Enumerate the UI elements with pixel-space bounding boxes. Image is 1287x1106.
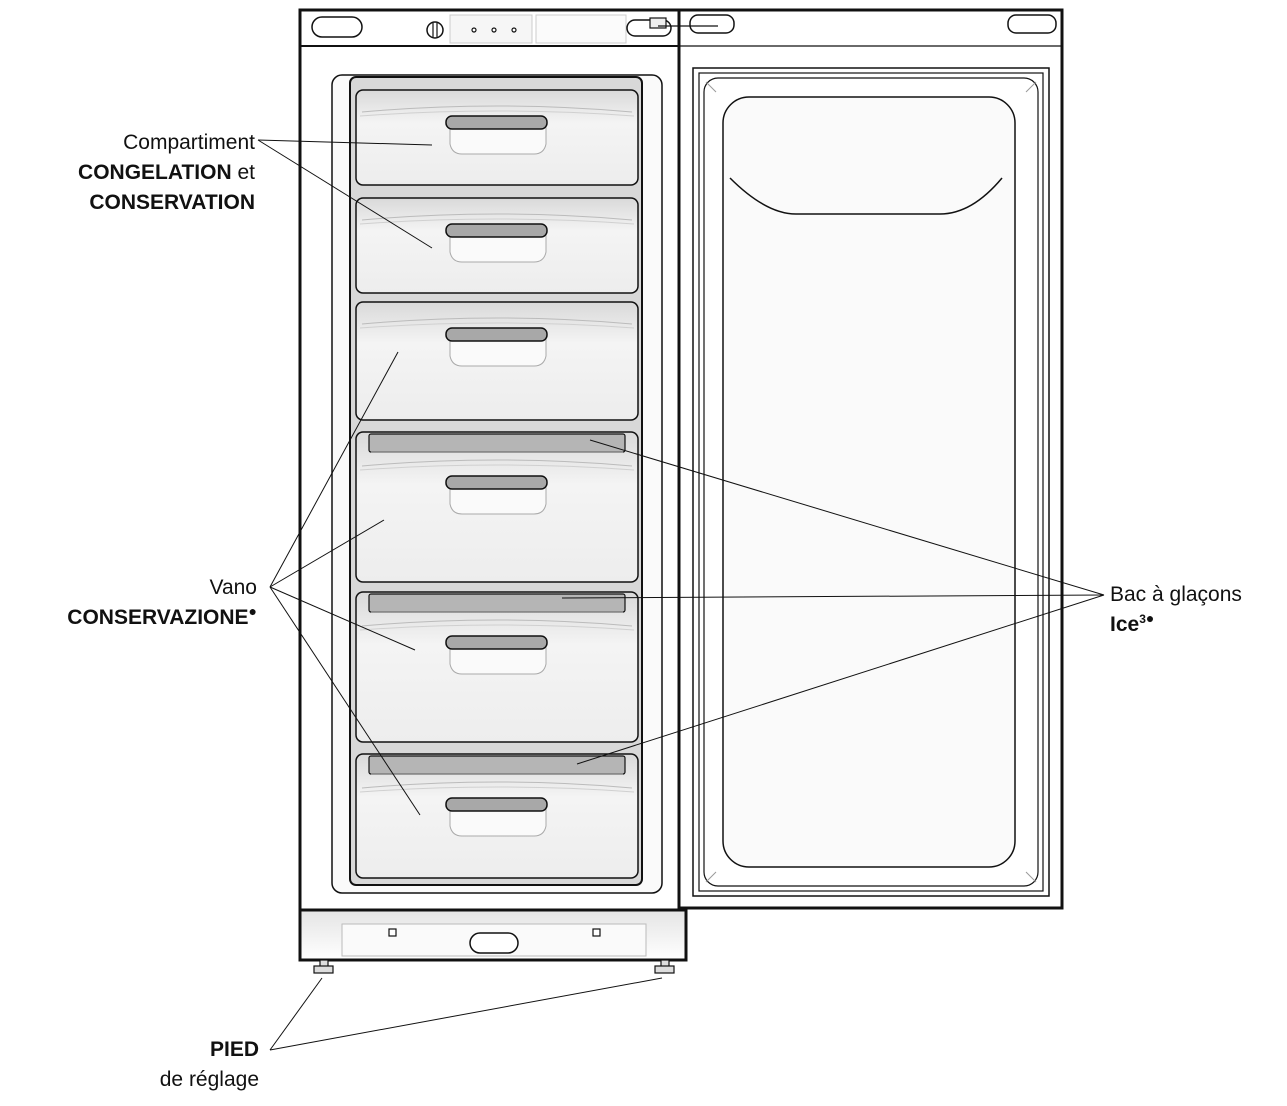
label-compartment-line1: Compartiment (123, 131, 255, 154)
label-compartment-line2: CONGELATION et (78, 158, 255, 188)
drawer-handle (445, 797, 548, 812)
leader-line-7 (589, 439, 1105, 596)
label-conservazione: CONSERVAZIONE (67, 606, 249, 629)
open-door (649, 8, 1064, 910)
drawer-lip-inner (359, 624, 635, 631)
leader-line-11 (269, 977, 663, 1051)
label-et: et (231, 161, 255, 184)
label-ice: Ice (1110, 613, 1140, 636)
bullet-marker-icon: ● (248, 603, 257, 619)
drawer-2 (355, 197, 639, 294)
bullet-marker-icon: ● (1145, 610, 1155, 626)
label-foot: PIED de réglage (160, 1035, 259, 1095)
drawer-1 (355, 89, 639, 186)
leader-line-1 (257, 139, 433, 146)
label-ice-tray-line1: Bac à glaçons (1110, 583, 1242, 606)
drawer-lip (361, 213, 633, 221)
ice-tray (368, 593, 626, 613)
drawer-4 (355, 431, 639, 583)
leader-line-3 (269, 351, 399, 588)
label-ice-tray-line2: Ice3● (1110, 610, 1242, 640)
label-pied: PIED (209, 1038, 259, 1061)
thermostat-knob-icon (426, 21, 444, 39)
adjustable-foot-left (313, 959, 334, 974)
drawer-lip (361, 105, 633, 113)
drawer-lip-inner (359, 786, 635, 793)
ice-tray (368, 433, 626, 453)
drawer-lip-inner (359, 218, 635, 225)
label-vano-line1: Vano (209, 576, 258, 599)
leader-line-10 (269, 977, 323, 1051)
leader-lines (257, 139, 1105, 1051)
drawer-handle (445, 475, 548, 490)
plinth (298, 908, 688, 962)
drawer-handle (445, 635, 548, 650)
leader-line-8 (561, 594, 1105, 599)
label-ice-superscript: 3 (1139, 612, 1146, 626)
label-conservation: CONSERVATION (89, 191, 255, 214)
label-congelation: CONGELATION (78, 161, 232, 184)
leader-line-5 (269, 586, 416, 651)
label-compartment-line3: CONSERVATION (78, 188, 255, 218)
ice-tray (368, 755, 626, 775)
drawer-handle (445, 223, 548, 238)
drawer-lip (361, 781, 633, 789)
drawer-6 (355, 753, 639, 879)
label-ice-tray: Bac à glaçons Ice3● (1110, 580, 1242, 640)
drawer-stack (355, 89, 639, 879)
drawer-5 (355, 591, 639, 743)
drawer-handle (445, 115, 548, 130)
leader-line-6 (269, 586, 421, 816)
drawer-lip-inner (359, 464, 635, 471)
control-panel (300, 14, 686, 47)
adjustable-foot-right (654, 959, 675, 974)
drawer-lip-inner (359, 110, 635, 117)
label-vano-line2: CONSERVAZIONE● (67, 603, 257, 633)
drawer-lip (361, 459, 633, 467)
drawer-lip (361, 619, 633, 627)
indicator-lights-icon (471, 27, 517, 33)
label-compartment: Compartiment CONGELATION et CONSERVATION (78, 128, 255, 218)
leader-line-9 (576, 594, 1105, 765)
leader-line-2 (257, 139, 433, 249)
leader-line-4 (269, 519, 385, 588)
drawer-lip (361, 317, 633, 325)
label-foot-line1: PIED (160, 1035, 259, 1065)
label-vano: Vano CONSERVAZIONE● (67, 573, 257, 633)
drawer-lip-inner (359, 322, 635, 329)
drawer-handle (445, 327, 548, 342)
drawer-3 (355, 301, 639, 421)
label-foot-line2: de réglage (159, 1068, 259, 1091)
